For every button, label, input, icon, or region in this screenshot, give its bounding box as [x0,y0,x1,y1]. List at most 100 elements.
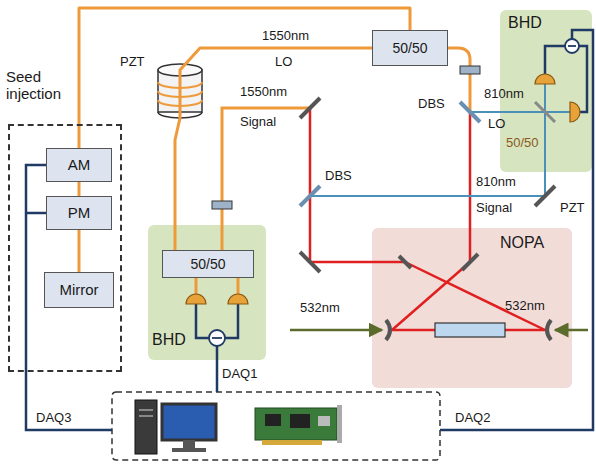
fiber-collimator [460,66,480,74]
mirror [399,256,411,268]
computer-box [255,408,337,440]
optical-fiber-connector [79,8,410,148]
computer-box [337,405,342,443]
panel-background [148,10,592,388]
daq-wire [225,304,238,338]
fiber-collimator [212,66,480,209]
channel-label: DAQ1 [222,366,257,382]
computer-box [290,414,310,428]
computer-box [112,392,440,460]
daq-wire [440,30,593,430]
component-label: DBS [325,168,352,184]
wavelength-label: 1550nm [240,84,287,100]
computer-box [172,448,206,452]
beam-label: LO [488,116,505,132]
pump-arrow [290,329,382,332]
balanced-detector-subtractor [568,45,576,47]
box-label: 50/50 [190,256,225,272]
computer-box [139,409,153,411]
optical-fiber [237,278,240,294]
pump-arrow [555,329,588,332]
computer-box [135,400,157,454]
optical-fiber [195,278,198,294]
optical-fiber-connector [78,230,81,272]
box-label: 50/50 [392,40,427,56]
modulator-box: PM [46,196,112,230]
computer-box [265,414,281,426]
photodetector [535,74,555,84]
dichroic-beam-splitter [535,102,555,122]
optical-fiber-connector [78,182,81,196]
panel-label: BHD [152,331,186,349]
810nm-beam [310,84,545,196]
computer-box [112,392,440,460]
laser-beam [469,112,472,262]
photodetector [186,294,206,304]
mirror [386,320,390,340]
810nm-beam [470,111,570,113]
box-label: Mirror [59,281,98,298]
panel-label: BHD [508,14,542,32]
balanced-detector-subtractor [565,39,579,53]
modulator-box: AM [46,148,112,182]
group-box: AMPMMirrorSeed injection [10,126,120,370]
laser-beam [310,108,545,330]
fiber-coupler-box: 50/50 [372,30,448,66]
optical-fiber [222,108,310,201]
computer-box [318,416,330,426]
channel-label: DAQ2 [455,410,490,426]
mirror [462,254,478,270]
component-label: DBS [418,96,445,112]
optical-fiber [221,209,224,250]
mirror [535,186,555,206]
daq-wire [545,46,565,74]
mirror [300,98,555,340]
laser-beam [392,262,470,330]
computer-box [162,404,216,440]
wavelength-label: 810nm [484,86,524,102]
panel-label: NOPA [500,234,544,252]
laser-beam [310,108,405,262]
mirror-box: Mirror [44,272,114,308]
component-label: PZT [120,54,145,70]
pump-label: 532nm [300,300,340,316]
beam-label: Signal [476,200,512,216]
computer-box [262,440,322,445]
computer-box [183,440,195,448]
wavelength-label: 810nm [476,174,516,190]
panel-label: Seed injection [6,68,78,103]
photodetector [570,102,580,122]
dichroic-beam-splitter [460,102,480,122]
daq-wire [196,304,209,338]
fiber-collimator [212,201,232,209]
computer-box [139,415,153,417]
optical-fiber [469,74,472,112]
mirror [300,252,320,272]
laser-beam [405,262,545,330]
optical-fiber [448,48,470,66]
photodetector [228,294,248,304]
box-label: AM [68,156,91,173]
panel-background [372,228,572,388]
fiber-coupler-box: 50/50 [162,250,254,278]
pump-arrow [290,329,588,332]
channel-label: DAQ3 [36,410,71,426]
810nm-beam [310,84,570,196]
mirror [300,98,320,118]
daq-wire [26,212,46,215]
nonlinear-crystal [435,323,505,337]
panel-background [148,225,266,360]
nonlinear-crystal [435,323,505,337]
beam-label: LO [275,54,292,70]
optical-fiber-connector [175,48,372,250]
pump-label: 532nm [505,298,545,314]
daq-wire [216,346,219,392]
detector-panel: 50/50BHD [148,225,266,360]
component-label: PZT [560,200,585,216]
dichroic-beam-splitter [300,186,320,206]
daq-wire [579,46,587,112]
